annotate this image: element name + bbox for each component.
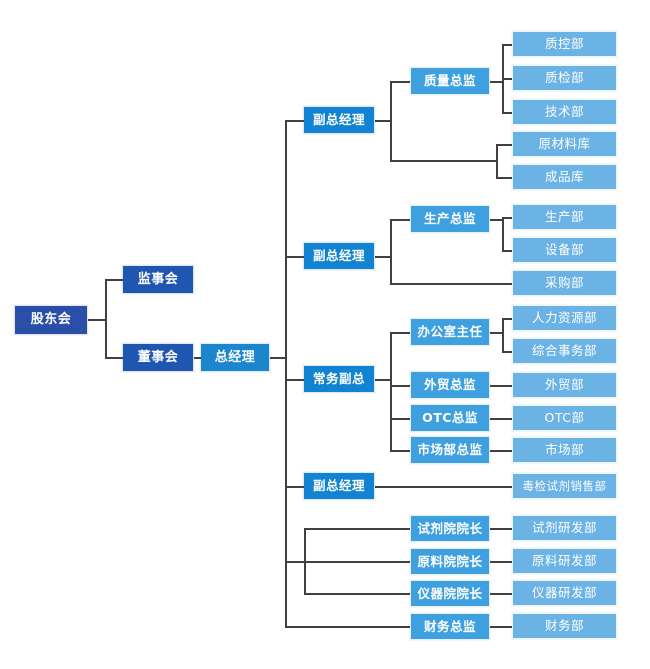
connector-to-dept-production	[502, 217, 513, 219]
connector-to-board	[105, 357, 123, 359]
node-supervisors[interactable]: 监事会	[122, 265, 194, 294]
node-executive-vp[interactable]: 常务副总	[303, 365, 375, 393]
node-dept-finance[interactable]: 财务部	[512, 613, 617, 639]
connector-trunk-vp-quality	[285, 120, 304, 122]
connector-gm-to-trunk	[270, 357, 286, 359]
node-dept-material-rd[interactable]: 原料研发部	[512, 548, 617, 574]
connector-to-dean-instrument	[304, 593, 411, 595]
connector-board-to-gm	[194, 357, 201, 359]
node-general-manager[interactable]: 总经理	[200, 343, 270, 372]
node-dept-general-affairs[interactable]: 综合事务部	[512, 338, 617, 364]
connector-vp-production-split	[390, 219, 392, 284]
connector-dir-office-out	[490, 332, 503, 334]
connector-to-dept-equipment	[502, 250, 513, 252]
node-board-of-directors[interactable]: 董事会	[122, 343, 194, 372]
node-dean-instrument[interactable]: 仪器院院长	[410, 580, 490, 607]
node-dept-equipment[interactable]: 设备部	[512, 237, 617, 263]
node-dept-raw-warehouse[interactable]: 原材料库	[512, 131, 617, 157]
connector-warehouse-split	[496, 144, 498, 178]
node-dept-toxicology-sales[interactable]: 毒检试剂销售部	[512, 473, 617, 499]
node-dept-otc[interactable]: OTC部	[512, 405, 617, 431]
connector-to-supervisors	[105, 279, 123, 281]
connector-to-dept-general-affairs	[502, 351, 513, 353]
connector-to-dept-instrument-rd	[490, 593, 513, 595]
connector-to-finished-warehouse	[496, 177, 513, 179]
node-dept-foreign-trade[interactable]: 外贸部	[512, 372, 617, 398]
connector-to-dept-tech	[502, 112, 513, 114]
connector-to-dir-otc	[390, 418, 410, 420]
connector-to-raw-warehouse	[496, 144, 513, 146]
connector-shareholders-split	[105, 279, 107, 359]
node-dean-reagent[interactable]: 试剂院院长	[410, 515, 490, 542]
connector-office-dept-split	[502, 318, 504, 352]
connector-to-dept-marketing	[490, 450, 513, 452]
connector-shareholders-out	[88, 319, 106, 321]
connector-vp-production-out	[375, 256, 391, 258]
node-cfo[interactable]: 财务总监	[410, 613, 490, 640]
node-dept-marketing[interactable]: 市场部	[512, 437, 617, 463]
connector-vp-quality-out	[375, 120, 391, 122]
connector-to-dir-foreign-trade	[390, 385, 410, 387]
node-dept-tech[interactable]: 技术部	[512, 99, 617, 125]
node-director-foreign-trade[interactable]: 外贸总监	[410, 371, 490, 399]
connector-to-dept-qc	[502, 44, 513, 46]
connector-to-dept-material-rd	[490, 561, 513, 563]
node-dept-qa[interactable]: 质检部	[512, 65, 617, 91]
connector-to-dept-finance	[490, 626, 513, 628]
node-vp-quality[interactable]: 副总经理	[303, 106, 375, 134]
node-director-production[interactable]: 生产总监	[410, 205, 490, 233]
node-director-otc[interactable]: OTC总监	[410, 404, 490, 432]
node-dept-production[interactable]: 生产部	[512, 204, 617, 230]
connector-to-dir-office	[390, 332, 410, 334]
node-shareholders[interactable]: 股东会	[14, 305, 88, 335]
connector-main-trunk	[285, 120, 287, 627]
node-director-office[interactable]: 办公室主任	[410, 318, 490, 346]
connector-dir-quality-out	[490, 81, 503, 83]
connector-to-dept-qa	[502, 78, 513, 80]
connector-trunk-institute-group	[285, 561, 305, 563]
node-vp-production[interactable]: 副总经理	[303, 242, 375, 270]
node-vp-toxicology[interactable]: 副总经理	[303, 472, 375, 500]
connector-to-dept-purchasing	[390, 283, 513, 285]
connector-executive-vp-out	[375, 379, 391, 381]
node-dept-hr[interactable]: 人力资源部	[512, 305, 617, 331]
node-dept-instrument-rd[interactable]: 仪器研发部	[512, 580, 617, 606]
node-dept-reagent-rd[interactable]: 试剂研发部	[512, 515, 617, 541]
connector-to-dept-otc	[490, 418, 513, 420]
connector-to-dept-hr	[502, 318, 513, 320]
connector-trunk-executive-vp	[285, 379, 304, 381]
connector-to-dir-marketing	[390, 450, 410, 452]
connector-trunk-cfo	[285, 626, 411, 628]
connector-to-dir-production	[390, 219, 410, 221]
connector-trunk-vp-toxicology	[285, 486, 304, 488]
connector-to-dept-foreign-trade	[490, 385, 513, 387]
node-dept-qc[interactable]: 质控部	[512, 31, 617, 57]
connector-vp-quality-split	[390, 81, 392, 161]
node-dept-purchasing[interactable]: 采购部	[512, 270, 617, 296]
node-director-quality[interactable]: 质量总监	[410, 67, 490, 95]
connector-to-warehouse-group	[390, 160, 496, 162]
node-dept-finished-warehouse[interactable]: 成品库	[512, 164, 617, 190]
connector-executive-vp-split	[390, 332, 392, 451]
connector-to-dean-material	[304, 561, 411, 563]
connector-production-dept-split	[502, 217, 504, 251]
connector-to-dir-quality	[390, 81, 410, 83]
node-director-marketing[interactable]: 市场部总监	[410, 436, 490, 464]
connector-to-dept-toxicology-sales	[375, 486, 513, 488]
node-dean-material[interactable]: 原料院院长	[410, 548, 490, 575]
connector-to-dept-reagent-rd	[490, 528, 513, 530]
connector-dir-production-out	[490, 219, 503, 221]
connector-to-dean-reagent	[304, 528, 411, 530]
connector-trunk-vp-production	[285, 256, 304, 258]
